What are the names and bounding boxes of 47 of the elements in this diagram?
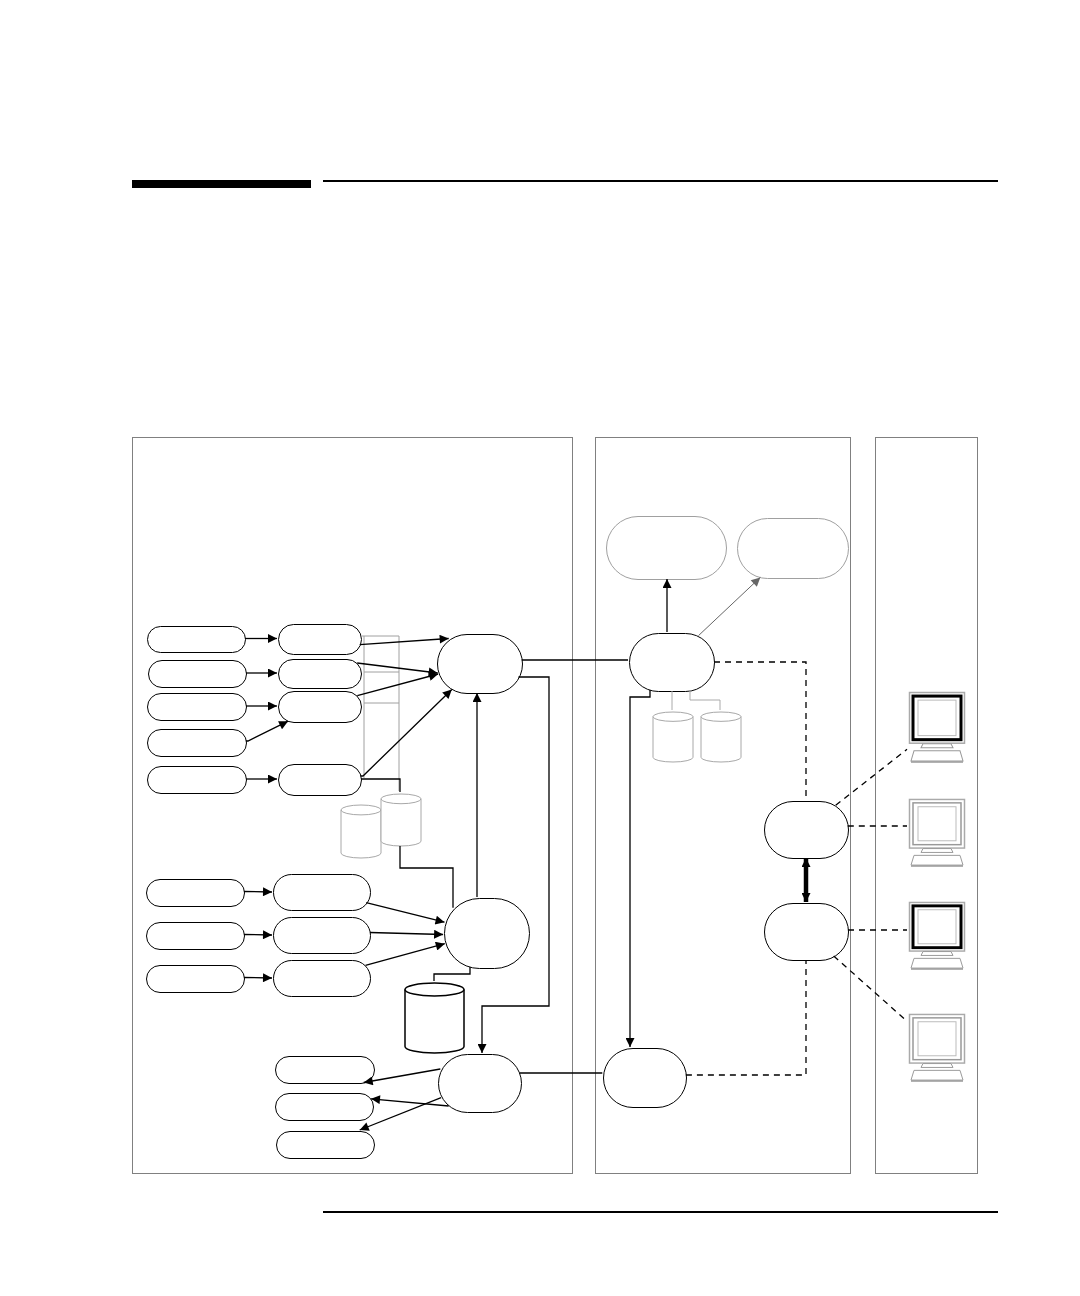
- database-cylinder: [340, 804, 382, 859]
- database-cylinder: [652, 711, 694, 763]
- arrow: [801, 858, 811, 902]
- database-cylinder: [404, 982, 465, 1054]
- panel-box: [595, 437, 851, 1174]
- arrow: [356, 672, 439, 697]
- connector-line: [518, 1072, 603, 1074]
- arrow: [477, 676, 550, 1054]
- arrow: [243, 887, 273, 897]
- connector-line: [360, 778, 401, 793]
- connector-line: [685, 959, 807, 1076]
- connector-line: [847, 825, 908, 827]
- database-cylinder: [380, 793, 422, 847]
- connector-line: [689, 690, 721, 711]
- arrow: [243, 930, 273, 940]
- arrow: [356, 662, 439, 677]
- arrow: [245, 701, 278, 711]
- connector-line: [835, 748, 908, 806]
- computer-icon: [908, 798, 966, 868]
- arrow: [245, 720, 289, 742]
- database-cylinder: [700, 711, 742, 763]
- arrow: [244, 634, 278, 643]
- arrow: [365, 902, 446, 925]
- arrow: [472, 692, 482, 898]
- arrow: [625, 689, 651, 1048]
- arrow: [245, 668, 278, 678]
- panel-box: [132, 437, 573, 1174]
- arrow: [662, 578, 672, 633]
- connector-line: [671, 690, 673, 711]
- arrow: [245, 774, 278, 784]
- arrow: [359, 1096, 442, 1131]
- panel-box: [875, 437, 978, 1174]
- connector-line: [847, 929, 908, 931]
- connector-line: [433, 966, 471, 982]
- computer-icon: [908, 901, 966, 971]
- connector-line: [399, 845, 454, 909]
- arrow: [243, 973, 273, 983]
- arrow: [698, 576, 761, 637]
- computer-icon: [908, 1013, 966, 1083]
- arrow: [364, 941, 446, 967]
- arrow: [359, 634, 450, 646]
- arrow: [370, 1095, 450, 1107]
- arrow: [363, 1068, 441, 1086]
- arrow: [360, 688, 453, 777]
- computer-icon: [908, 691, 966, 764]
- arrow: [369, 929, 444, 939]
- connector-line: [521, 659, 629, 661]
